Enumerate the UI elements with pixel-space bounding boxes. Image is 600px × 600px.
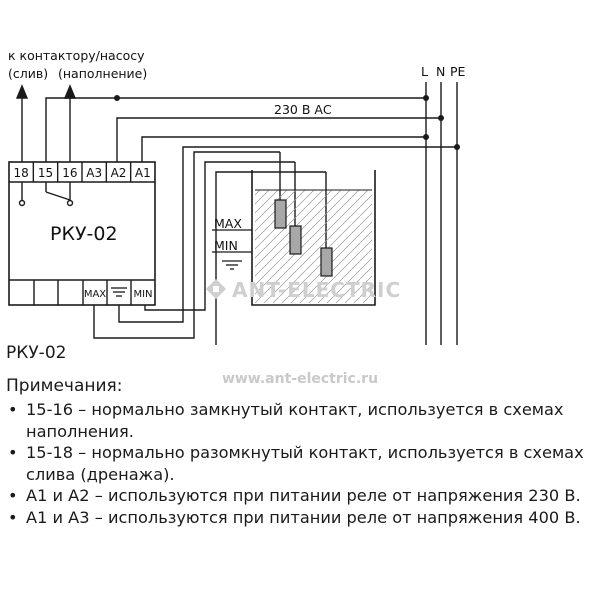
- load-label-drain: (слив): [8, 66, 48, 81]
- note-item: 15-18 – нормально разомкнутый контакт, и…: [6, 442, 598, 485]
- terminal-max-label: MAX: [84, 289, 106, 300]
- top-terminal-row: 18 15 16 A3 A2 A1: [14, 162, 151, 182]
- load-label: к контактору/насосу: [8, 48, 145, 63]
- line-label-L: L: [421, 64, 428, 79]
- ground-electrode: [320, 247, 333, 277]
- note-item: 15-16 – нормально замкнутый контакт, исп…: [6, 399, 598, 442]
- tank-label-min: MIN: [214, 238, 238, 253]
- terminal-label: 18: [14, 166, 29, 180]
- notes-title: Примечания:: [6, 376, 123, 396]
- line-label-PE: PE: [450, 64, 466, 79]
- wiring-diagram: к контактору/насосу (слив) (наполнение) …: [8, 48, 466, 345]
- note-item: А1 и А3 – используются при питании реле …: [6, 507, 598, 529]
- tank-ground-icon: [222, 260, 242, 270]
- level-electrodes: [274, 199, 333, 277]
- watermark: ANT-ELECTRIC: [206, 278, 401, 302]
- terminal-label: A1: [135, 166, 151, 180]
- max-electrode: [274, 199, 287, 229]
- junction-dots: [114, 95, 460, 150]
- ground-icon: [111, 287, 127, 297]
- terminal-label: 15: [38, 166, 53, 180]
- tank-level-marks: [212, 229, 252, 253]
- watermark-logo-icon: [206, 279, 226, 299]
- terminal-label: 16: [62, 166, 77, 180]
- terminal-min-label: MIN: [133, 289, 152, 300]
- terminal-label: A2: [111, 166, 127, 180]
- supply-lines: [425, 82, 458, 345]
- supply-voltage-label: 230 В АС: [274, 102, 332, 117]
- website-watermark: www.ant-electric.ru: [221, 371, 379, 387]
- note-item: А1 и А2 – используются при питании реле …: [6, 485, 598, 507]
- tank-label-max: MAX: [214, 216, 242, 231]
- load-label-fill: (наполнение): [58, 66, 147, 81]
- device-name: РКУ-02: [50, 223, 118, 245]
- output-arrow-drain: [15, 84, 29, 162]
- notes-list: 15-16 – нормально замкнутый контакт, исп…: [6, 399, 598, 528]
- diagram-caption: РКУ-02: [6, 343, 67, 363]
- line-label-N: N: [436, 64, 445, 79]
- watermark-text: ANT-ELECTRIC: [232, 278, 401, 302]
- relay-contact: [18, 182, 74, 207]
- min-electrode: [289, 225, 302, 255]
- terminal-label: A3: [86, 166, 102, 180]
- bottom-terminal-row: MAX MIN: [33, 280, 153, 305]
